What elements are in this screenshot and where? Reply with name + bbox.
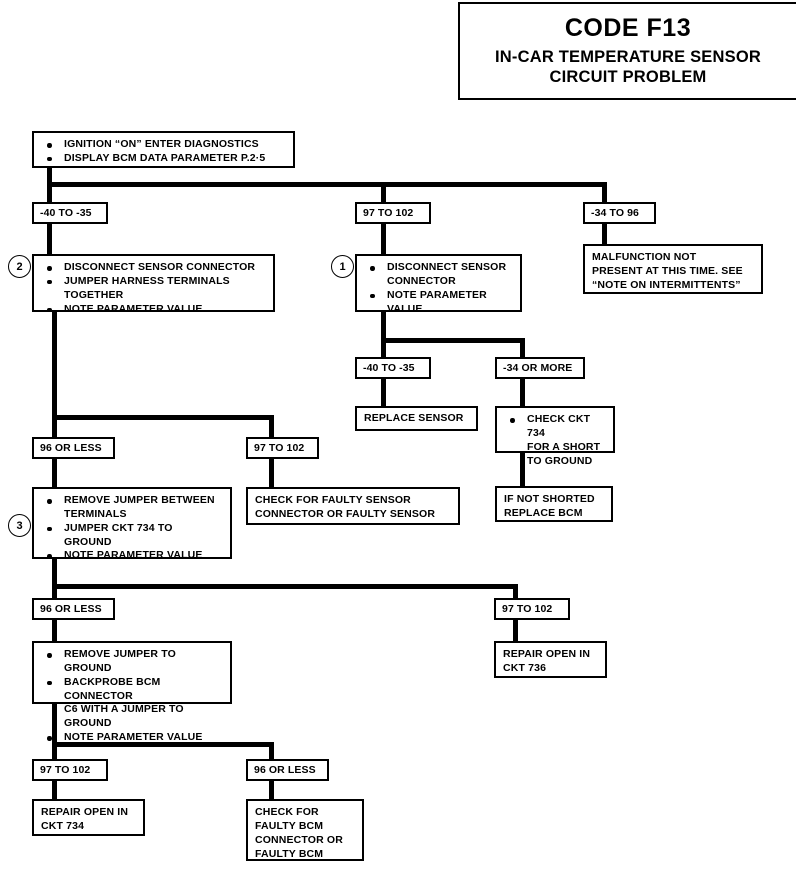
- connector-97to102-c-down: [52, 778, 57, 800]
- connector-96orless-c-down: [269, 778, 274, 800]
- step2-item-3: NOTE PARAMETER VALUE: [42, 303, 267, 317]
- step-number-3: 3: [8, 514, 31, 537]
- connector-step1-bus: [381, 338, 525, 343]
- step2-item-2: JUMPER HARNESS TERMINALS TOGETHER: [42, 275, 267, 303]
- label-branch1-left[interactable]: -40 TO -35: [32, 202, 108, 224]
- connector-step3-bus: [52, 584, 518, 589]
- connector-step1-down: [381, 310, 386, 344]
- node-malfunction-not-present[interactable]: MALFUNCTION NOT PRESENT AT THIS TIME. SE…: [583, 244, 763, 294]
- connector-bus-to-mid: [381, 182, 386, 204]
- node-step2[interactable]: DISCONNECT SENSOR CONNECTOR JUMPER HARNE…: [32, 254, 275, 315]
- step-number-1: 1: [331, 255, 354, 278]
- connector-bus-to-40to35b: [381, 338, 386, 358]
- connector-bus-to-97to102-a: [269, 415, 274, 441]
- check-ckt734-item-1: CHECK CKT 734 FOR A SHORT TO GROUND: [505, 413, 607, 468]
- connector-bus-to-96orless-c: [269, 742, 274, 760]
- label-branch3-left[interactable]: 96 OR LESS: [32, 437, 115, 459]
- node-replace-sensor[interactable]: REPLACE SENSOR: [355, 406, 478, 431]
- connector-96orless-b-down: [52, 618, 57, 642]
- node-check-faulty-bcm[interactable]: CHECK FOR FAULTY BCM CONNECTOR OR FAULTY…: [246, 799, 364, 861]
- label-branch3-right[interactable]: 97 TO 102: [246, 437, 319, 459]
- step2-item-1: DISCONNECT SENSOR CONNECTOR: [42, 261, 267, 275]
- connector-left-label-down: [47, 222, 52, 256]
- connector-right-label-down: [602, 222, 607, 244]
- connector-mid-label-down: [381, 222, 386, 256]
- step3-item-2: JUMPER CKT 734 TO GROUND: [42, 522, 224, 550]
- node-check-ckt-734[interactable]: CHECK CKT 734 FOR A SHORT TO GROUND: [495, 406, 615, 467]
- title-block: CODE F13 IN-CAR TEMPERATURE SENSOR CIRCU…: [458, 2, 796, 100]
- step-number-2: 2: [8, 255, 31, 278]
- connector-start-down: [47, 166, 52, 187]
- connector-checkckt734-down: [520, 452, 525, 486]
- connector-bus-to-right: [602, 182, 607, 204]
- connector-97to102-a-down: [269, 455, 274, 487]
- node-if-not-shorted-replace-bcm[interactable]: IF NOT SHORTED REPLACE BCM: [495, 486, 613, 522]
- node-start[interactable]: IGNITION “ON” ENTER DIAGNOSTICS DISPLAY …: [32, 131, 295, 168]
- connector-bus-to-96orless-b: [52, 584, 57, 598]
- label-branch2-right[interactable]: -34 OR MORE: [495, 357, 585, 379]
- node-step1[interactable]: DISCONNECT SENSOR CONNECTOR NOTE PARAMET…: [355, 254, 522, 315]
- connector-bus-to-97to102-b: [513, 584, 518, 598]
- connector-bus-to-97to102-c: [52, 742, 57, 760]
- connector-bottom-bus: [52, 742, 274, 747]
- label-branch2-left[interactable]: -40 TO -35: [355, 357, 431, 379]
- label-branch1-right[interactable]: -34 TO 96: [583, 202, 656, 224]
- step1-item-2: NOTE PARAMETER VALUE: [365, 289, 514, 317]
- step1-item-1: DISCONNECT SENSOR CONNECTOR: [365, 261, 514, 289]
- connector-97to102-b-down: [513, 618, 518, 642]
- node-step3[interactable]: REMOVE JUMPER BETWEEN TERMINALS JUMPER C…: [32, 487, 232, 561]
- start-item-1: IGNITION “ON” ENTER DIAGNOSTICS: [42, 138, 287, 152]
- connector-40to35b-down: [381, 378, 386, 406]
- connector-main-bus: [47, 182, 607, 187]
- connector-bus-to-34ormore: [520, 338, 525, 358]
- label-branch4-right[interactable]: 97 TO 102: [494, 598, 570, 620]
- connector-bus-to-left: [47, 182, 52, 204]
- connector-backprobe-down: [52, 703, 57, 747]
- start-item-2: DISPLAY BCM DATA PARAMETER P.2·5: [42, 152, 287, 166]
- connector-step2-down: [52, 310, 57, 420]
- connector-step3-down: [52, 557, 57, 589]
- node-backprobe-bcm[interactable]: REMOVE JUMPER TO GROUND BACKPROBE BCM CO…: [32, 641, 232, 743]
- backprobe-item-3: NOTE PARAMETER VALUE: [42, 731, 224, 745]
- page-subtitle: IN-CAR TEMPERATURE SENSOR CIRCUIT PROBLE…: [495, 47, 761, 86]
- step3-item-1: REMOVE JUMPER BETWEEN TERMINALS: [42, 494, 224, 522]
- label-branch5-right[interactable]: 96 OR LESS: [246, 759, 329, 781]
- connector-34ormore-down: [520, 378, 525, 406]
- label-branch1-mid[interactable]: 97 TO 102: [355, 202, 431, 224]
- label-branch5-left[interactable]: 97 TO 102: [32, 759, 108, 781]
- backprobe-item-1: REMOVE JUMPER TO GROUND: [42, 648, 224, 676]
- page-title: CODE F13: [564, 14, 692, 43]
- backprobe-item-2: BACKPROBE BCM CONNECTOR C6 WITH A JUMPER…: [42, 676, 224, 731]
- step3-item-3: NOTE PARAMETER VALUE: [42, 549, 224, 563]
- label-branch4-left[interactable]: 96 OR LESS: [32, 598, 115, 620]
- node-repair-open-ckt-736[interactable]: REPAIR OPEN IN CKT 736: [494, 641, 607, 678]
- connector-96orless-a-to-step3: [52, 455, 57, 487]
- node-check-faulty-sensor[interactable]: CHECK FOR FAULTY SENSOR CONNECTOR OR FAU…: [246, 487, 460, 525]
- node-repair-open-ckt-734[interactable]: REPAIR OPEN IN CKT 734: [32, 799, 145, 836]
- connector-step2-bus: [52, 415, 274, 420]
